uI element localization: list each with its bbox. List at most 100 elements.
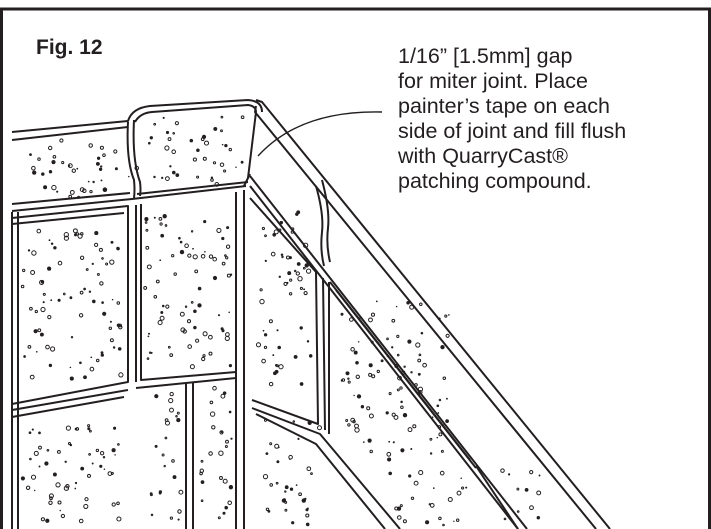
stone-speckle	[386, 337, 389, 341]
stone-speckle	[193, 309, 197, 314]
stone-speckle	[220, 393, 226, 399]
stone-speckle	[179, 249, 185, 255]
stone-speckle	[355, 374, 360, 379]
stone-speckle	[85, 268, 89, 271]
stone-speckle	[418, 353, 422, 357]
stone-speckle	[305, 522, 310, 527]
stone-speckle	[507, 473, 511, 476]
stone-speckle	[278, 275, 281, 278]
stone-speckle	[226, 273, 231, 278]
stone-speckle	[172, 170, 176, 175]
stone-speckle	[355, 361, 359, 365]
stone-speckle	[289, 487, 294, 491]
stone-speckle	[397, 515, 402, 520]
stone-speckle	[360, 405, 365, 409]
stone-speckle	[262, 473, 269, 480]
stone-speckle	[228, 410, 232, 414]
stone-speckle	[196, 148, 200, 153]
stone-speckle	[212, 385, 217, 391]
stone-speckle	[419, 302, 423, 306]
stone-speckle	[289, 278, 293, 282]
stone-speckle	[84, 497, 89, 502]
stone-speckle	[429, 452, 433, 455]
stone-speckle	[159, 259, 162, 262]
stone-speckle	[117, 443, 120, 446]
stone-speckle	[50, 242, 54, 245]
stone-speckle	[99, 145, 104, 150]
stone-speckle	[353, 350, 358, 355]
stone-speckle	[98, 167, 103, 171]
stone-speckle	[36, 228, 42, 234]
stone-speckle	[368, 317, 373, 323]
stone-speckle	[217, 516, 221, 520]
stone-speckle	[407, 339, 412, 344]
stone-speckle	[516, 510, 520, 513]
stone-speckle	[169, 407, 174, 413]
stone-speckle	[263, 333, 268, 337]
stone-speckle	[111, 448, 116, 453]
stone-speckle	[144, 217, 149, 222]
stone-speckle	[202, 331, 208, 337]
stone-speckle	[235, 166, 237, 168]
stone-speckle	[224, 505, 228, 510]
stone-speckle	[40, 517, 45, 522]
stone-speckle	[192, 157, 197, 162]
stone-speckle	[386, 451, 392, 457]
stone-speckle	[230, 437, 233, 440]
stone-speckle	[116, 501, 120, 506]
stone-speckle	[171, 149, 176, 154]
stone-speckle	[240, 160, 244, 164]
stone-speckle	[27, 345, 32, 349]
stone-speckle	[399, 386, 403, 390]
stone-speckle	[165, 130, 170, 135]
stone-speckle	[25, 485, 31, 491]
stone-speckle	[417, 358, 422, 363]
stone-speckle	[263, 345, 268, 350]
stone-speckle	[347, 423, 351, 427]
stone-speckle	[400, 405, 404, 409]
stone-speckle	[107, 471, 113, 476]
stone-speckle	[391, 318, 396, 323]
stone-speckle	[202, 156, 207, 161]
stone-speckle	[220, 115, 224, 119]
stone-speckle	[83, 287, 86, 291]
stone-speckle	[50, 346, 56, 352]
stone-speckle	[406, 301, 410, 305]
callout-line: with QuarryCast®	[398, 144, 568, 168]
stone-speckle	[368, 363, 373, 368]
stone-speckle	[67, 441, 72, 446]
stone-speckle	[201, 134, 207, 139]
stone-speckle	[259, 298, 265, 305]
stone-speckle	[438, 398, 442, 402]
stone-speckle	[298, 492, 302, 497]
stone-speckle	[371, 374, 376, 379]
stone-speckle	[176, 411, 180, 415]
stone-speckle	[88, 429, 92, 433]
stone-speckle	[162, 116, 165, 119]
callout-leader-line	[257, 111, 383, 157]
stone-speckle	[143, 285, 148, 290]
stone-speckle	[149, 136, 153, 140]
stone-speckle	[105, 262, 109, 266]
stone-speckle	[52, 472, 57, 477]
wall-panels-front	[11, 190, 245, 529]
stone-speckle	[90, 356, 93, 359]
stone-speckle	[48, 363, 53, 368]
stone-speckle	[29, 306, 33, 311]
stone-speckle	[375, 300, 378, 303]
stone-speckle	[116, 516, 122, 522]
callout-line: side of joint and fill flush	[398, 119, 627, 143]
stone-speckle	[208, 451, 213, 456]
stone-speckle	[208, 351, 213, 356]
stone-speckle	[516, 487, 520, 491]
stone-speckle	[171, 254, 175, 258]
stone-speckle	[288, 454, 293, 460]
stone-speckle	[224, 254, 227, 257]
stone-speckle	[27, 249, 31, 252]
figure-label: Fig. 12	[36, 36, 103, 59]
stone-speckle	[94, 242, 99, 247]
stone-speckle	[193, 325, 197, 330]
stone-speckle	[410, 496, 415, 500]
stone-speckle	[48, 170, 53, 174]
stone-speckle	[78, 313, 84, 318]
